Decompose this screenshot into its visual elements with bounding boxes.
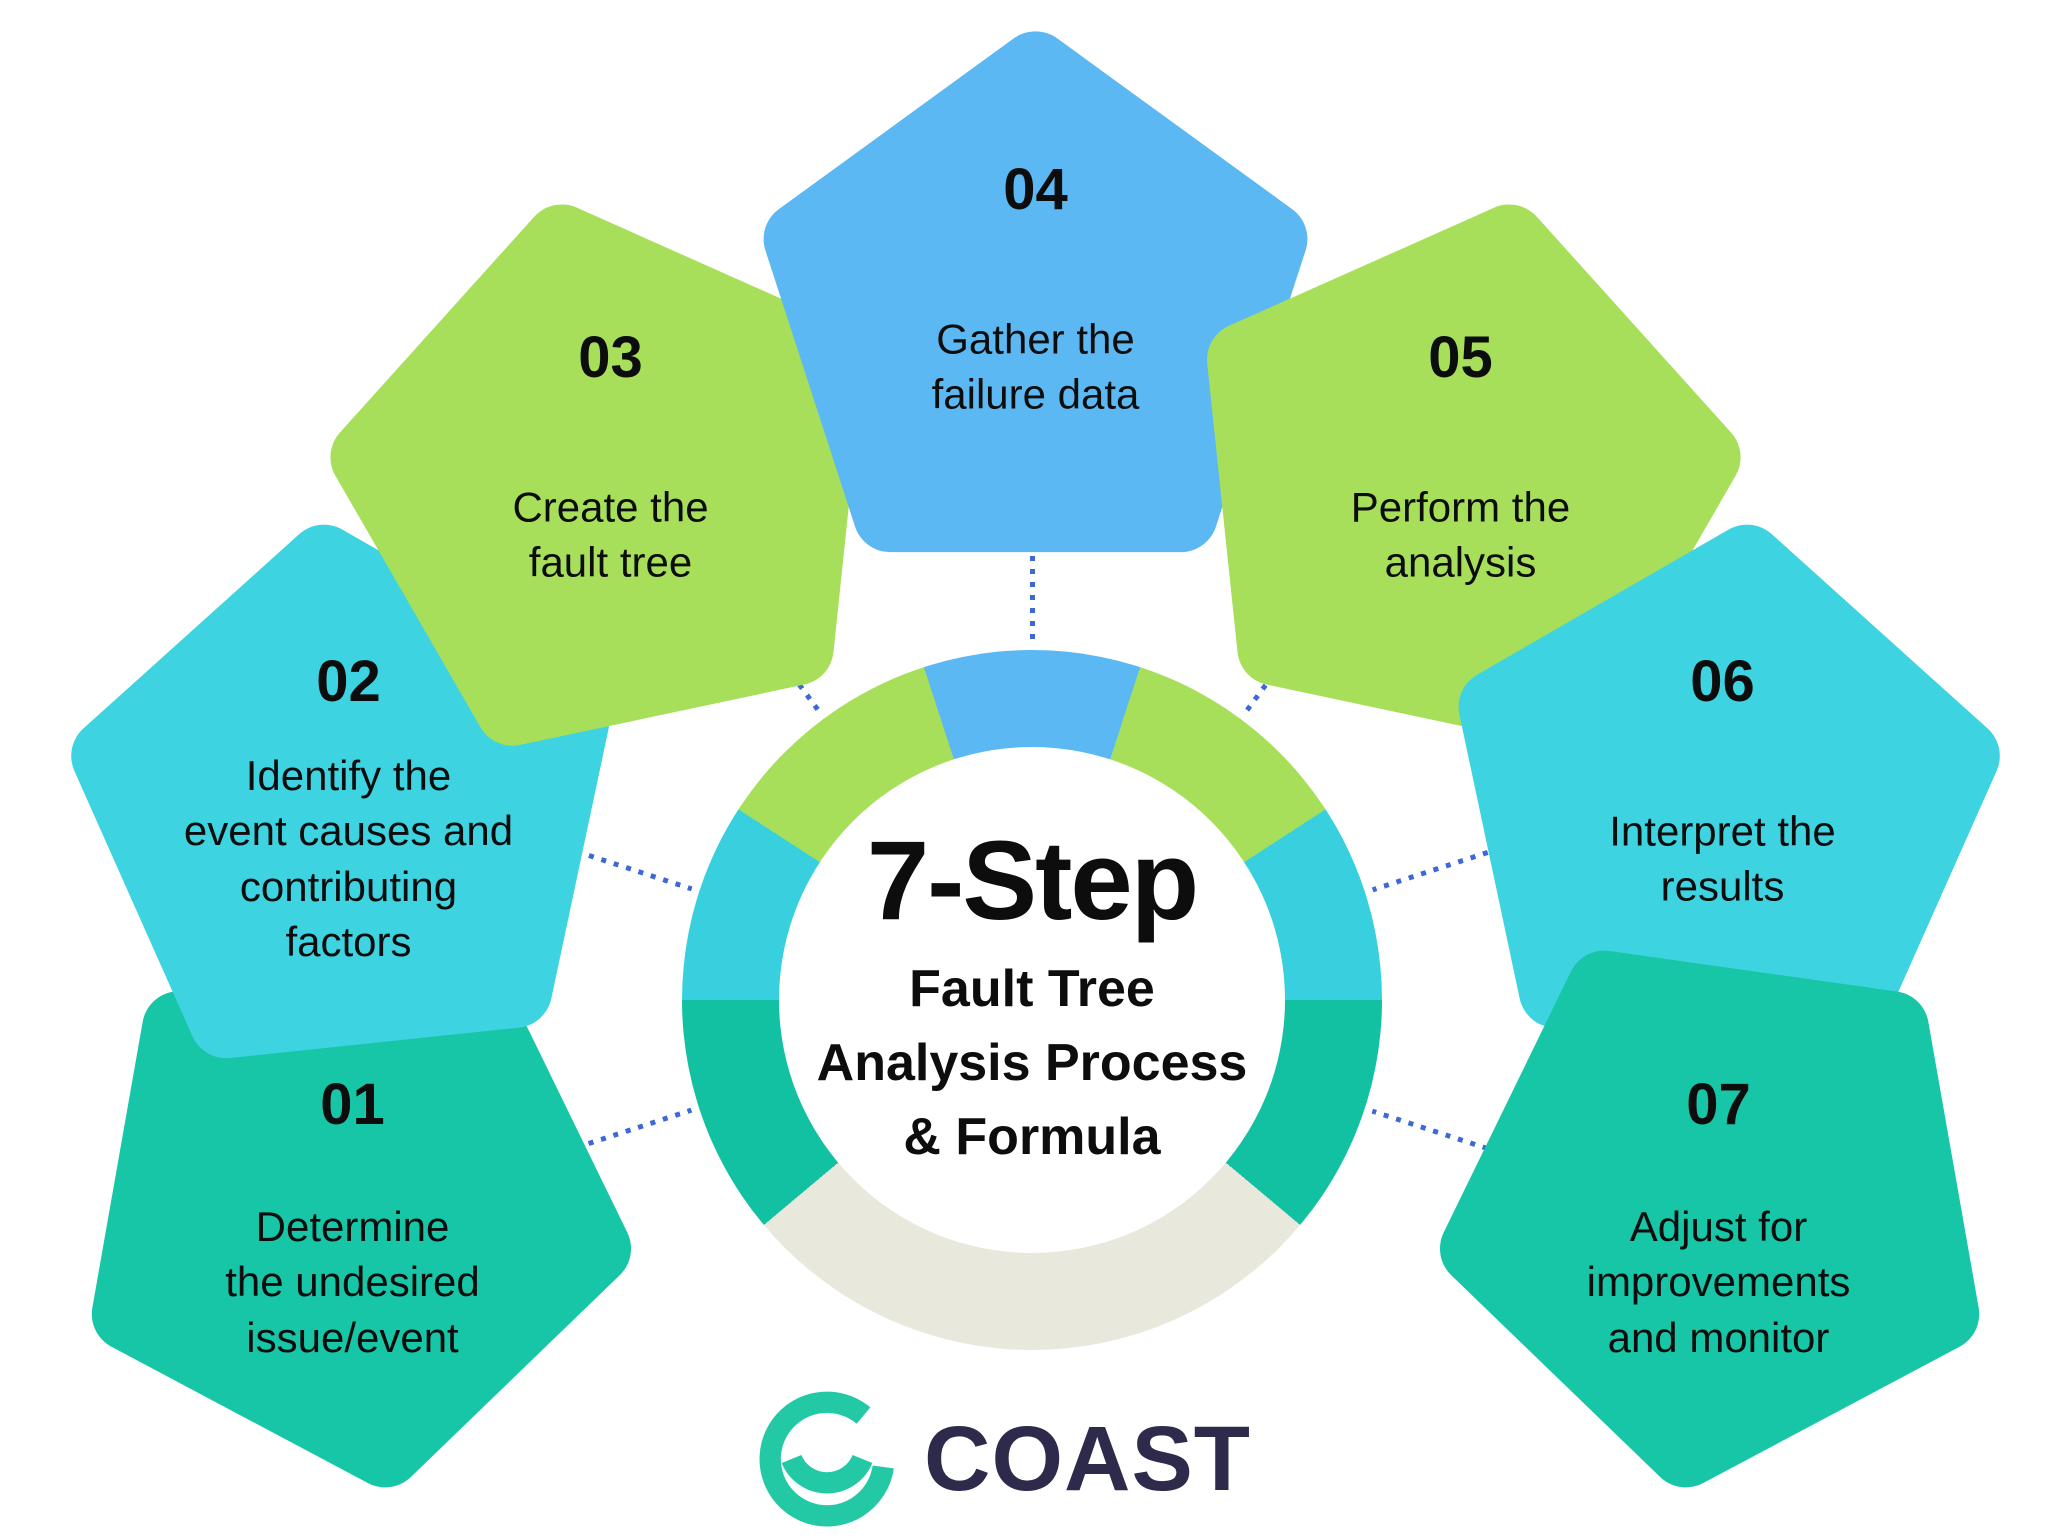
coast-logo-icon bbox=[759, 1391, 894, 1527]
center-headline: 7-Step bbox=[866, 818, 1199, 944]
step-number: 02 bbox=[316, 649, 381, 714]
step-number: 04 bbox=[1003, 157, 1068, 222]
step-number: 07 bbox=[1686, 1072, 1751, 1137]
step-number: 05 bbox=[1428, 325, 1493, 390]
step-label: Interpret the results bbox=[1609, 807, 1836, 910]
dotted-line bbox=[1029, 517, 1035, 642]
center-subtitle: Fault Tree Analysis Process & Formula bbox=[816, 960, 1248, 1166]
step-pentagon-07: 07 Adjust for improvements and monitor bbox=[1422, 934, 2015, 1502]
step-label: Determine the undesired issue/event bbox=[225, 1202, 480, 1361]
pentagon-shape bbox=[763, 31, 1308, 553]
step-pentagon-04: 04 Gather the failure data bbox=[739, 19, 1332, 587]
pentagon-shape bbox=[1207, 204, 1741, 746]
coast-wordmark: COAST bbox=[924, 1407, 1251, 1510]
step-pentagon-05: 05 Perform the analysis bbox=[1164, 187, 1757, 755]
step-pentagon-03: 03 Create the fault tree bbox=[314, 187, 907, 755]
step-label: Adjust for improvements and monitor bbox=[1586, 1202, 1851, 1361]
step-label: Perform the analysis bbox=[1350, 483, 1571, 586]
coast-logo: COAST bbox=[756, 1388, 1251, 1530]
center-circle: 7-Step Fault Tree Analysis Process & For… bbox=[779, 747, 1285, 1253]
pentagon-shape bbox=[1439, 950, 1980, 1488]
step-label: Gather the failure data bbox=[931, 315, 1140, 418]
pentagon-shape bbox=[330, 204, 864, 746]
step-number: 01 bbox=[320, 1072, 385, 1137]
step-number: 06 bbox=[1690, 649, 1755, 714]
step-label: Identify the event causes and contributi… bbox=[183, 752, 514, 966]
step-label: Create the fault tree bbox=[512, 483, 709, 586]
step-number: 03 bbox=[578, 325, 643, 390]
step-pentagon-06: 06 Interpret the results bbox=[1426, 511, 2019, 1079]
